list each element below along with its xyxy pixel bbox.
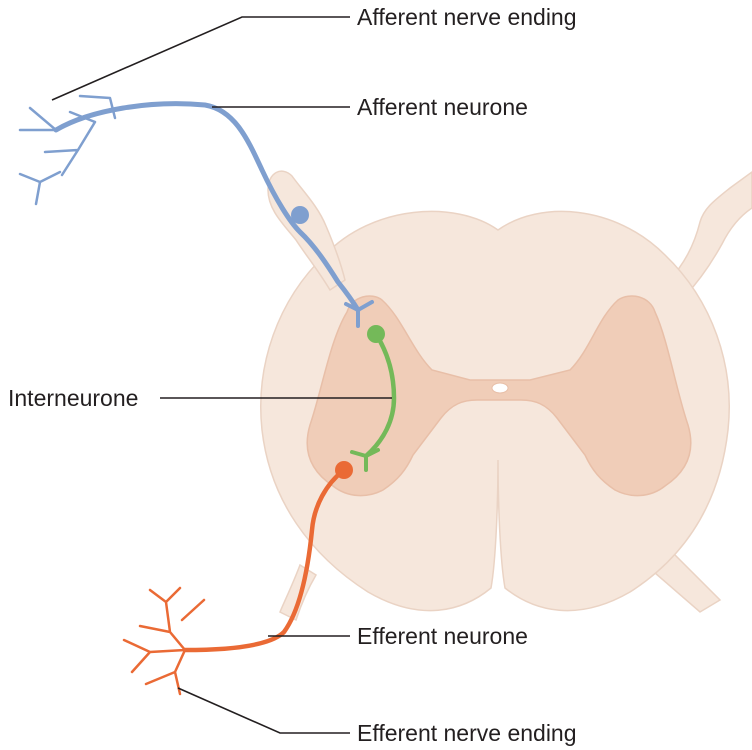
leader-efferent-nerve-ending [178, 688, 350, 733]
efferent-axon [185, 470, 344, 650]
leader-afferent-nerve-ending [52, 17, 350, 100]
label-efferent-nerve-ending: Efferent nerve ending [357, 720, 577, 746]
afferent-cell-body [291, 206, 309, 224]
efferent-nerve-ending [124, 588, 204, 694]
label-interneurone: Interneurone [8, 385, 138, 411]
label-afferent-nerve-ending: Afferent nerve ending [357, 4, 577, 30]
label-efferent-neurone: Efferent neurone [357, 623, 528, 649]
left-ventral-root [280, 565, 316, 620]
label-afferent-neurone: Afferent neurone [357, 94, 528, 120]
central-canal [492, 383, 508, 393]
spinal-cord-cross-section [261, 171, 752, 620]
